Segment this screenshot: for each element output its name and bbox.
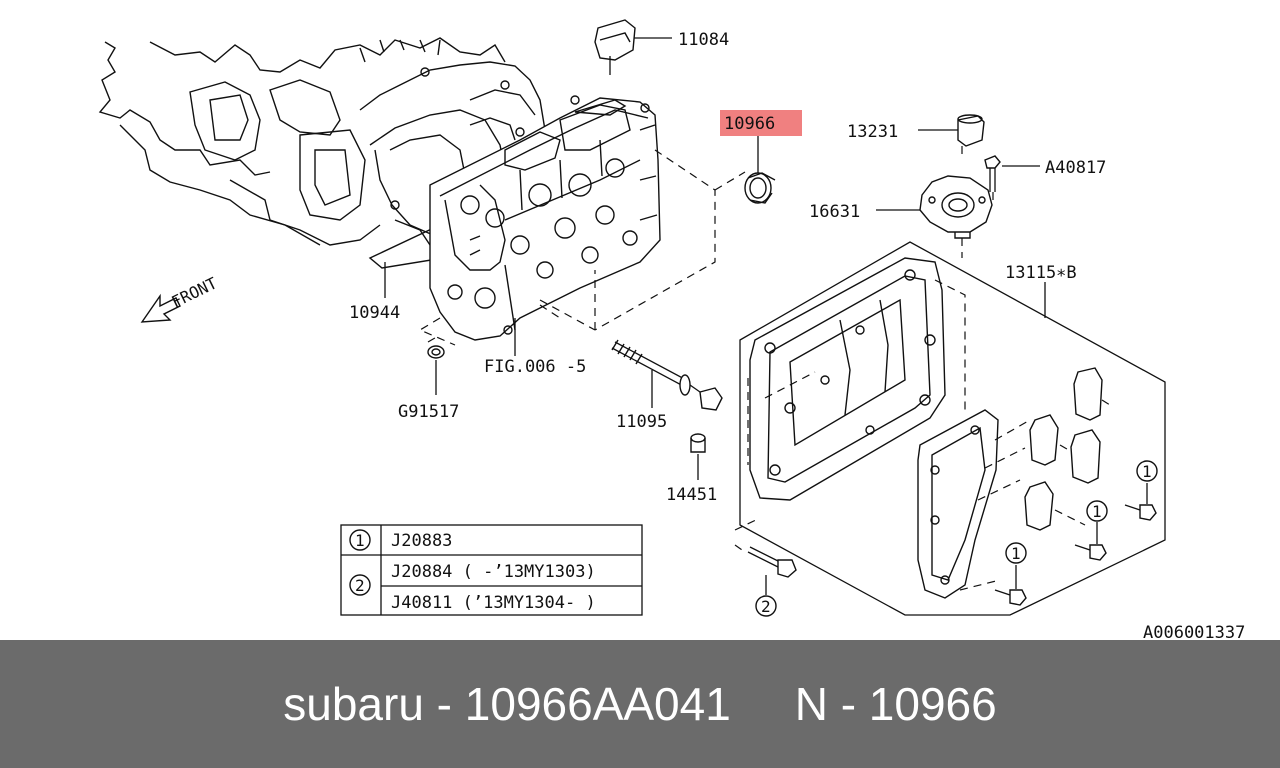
cover-11084-shape (594, 19, 672, 75)
plug-13231-shape (918, 114, 985, 160)
oring-G91517-shape (427, 334, 445, 395)
label-10944: 10944 (349, 303, 400, 323)
label-10966: 10966 (724, 114, 775, 134)
bolt-callout-2-shape (734, 517, 797, 595)
label-ref-number: A006001337 (1143, 623, 1245, 640)
legend-row-2-part-1: J20884 ( -’13MY1303) (391, 562, 596, 582)
head-bolt-11095-shape (611, 339, 723, 411)
engine-block-sketch (98, 37, 546, 251)
label-13231: 13231 (847, 122, 898, 142)
cylinder-head-dashed-outline (418, 149, 746, 346)
housing-16631-shape (876, 175, 993, 258)
oil-seal-10966-shape (744, 136, 776, 204)
legend-row-1-part-1: J20883 (391, 531, 452, 551)
legend-row-1: 1 J20883 (349, 529, 452, 551)
label-11084: 11084 (678, 30, 729, 50)
footer-bar: subaru - 10966AA041 N - 10966 (0, 640, 1280, 768)
highlight-10966 (720, 110, 802, 136)
cylinder-head-shape (429, 95, 661, 341)
front-arrow: FRONT (140, 273, 220, 323)
label-A40817: A40817 (1045, 158, 1106, 178)
callout-1-b: 1 (1086, 500, 1108, 522)
label-G91517: G91517 (398, 402, 459, 422)
legend-row-1-mark: 1 (355, 531, 365, 550)
label-14451: 14451 (666, 485, 717, 505)
footer-part-number: subaru - 10966AA041 N - 10966 (283, 678, 997, 730)
callout-1-a: 1 (1136, 460, 1158, 482)
callout-1-c: 1 (1005, 542, 1027, 564)
callout-1-b-mark: 1 (1092, 502, 1102, 521)
parts-diagram: FRONT 11084 10966 13231 A40817 16631 131… (98, 19, 1245, 640)
callout-2-bolt: 2 (755, 595, 777, 617)
callout-2-bolt-mark: 2 (761, 597, 771, 616)
legend-row-2: 2 J20884 ( -’13MY1303) J40811 (’13MY1304… (349, 562, 596, 613)
callout-1-c-mark: 1 (1011, 544, 1021, 563)
front-label: FRONT (168, 273, 220, 311)
label-11095: 11095 (616, 412, 667, 432)
legend-row-2-part-2: J40811 (’13MY1304- ) (391, 593, 596, 613)
callout-1-a-mark: 1 (1142, 462, 1152, 481)
dowel-14451-shape (690, 433, 706, 480)
label-13115B: 13115∗B (1005, 263, 1077, 283)
legend-row-2-mark: 2 (355, 576, 365, 595)
legend-table: 1 J20883 2 J20884 ( -’13MY1303) J40811 (… (340, 524, 643, 616)
bolt-A40817-shape (984, 155, 1040, 205)
label-16631: 16631 (809, 202, 860, 222)
cam-carrier-set-13115B (739, 241, 1166, 616)
label-fig-006-5: FIG.006 -5 (484, 357, 586, 377)
